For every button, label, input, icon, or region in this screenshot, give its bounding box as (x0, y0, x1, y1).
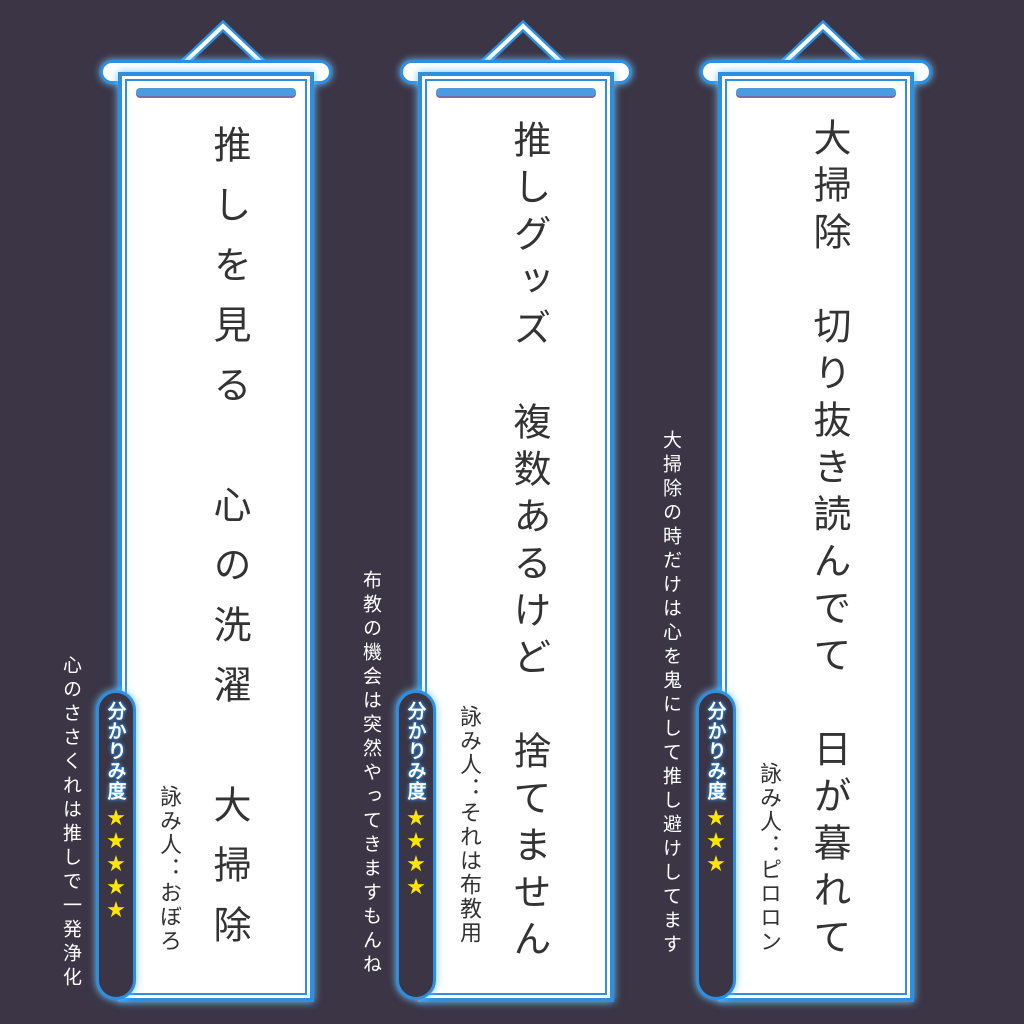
star-icon: ★ (706, 852, 726, 877)
understanding-badge: 分かりみ度 ★★★★★ (96, 690, 136, 1000)
star-icon: ★ (106, 829, 126, 854)
star-icon: ★ (106, 806, 126, 831)
star-icon: ★ (406, 806, 426, 831)
scroll-paper (718, 72, 914, 1002)
badge-label: 分かりみ度 (704, 701, 727, 801)
badge-label: 分かりみ度 (104, 701, 127, 801)
scroll-paper (118, 72, 314, 1002)
scroll-paper (418, 72, 614, 1002)
hanging-scroll: 大掃除 切り抜き読んでて 日が暮れて 詠み人：ピロロン 大掃除の時だけは心を鬼に… (660, 0, 1000, 1024)
star-icon: ★ (706, 829, 726, 854)
hanging-scroll: 推しを見る 心の洗濯 大掃除 詠み人：おぼろ 心のささくれは推しで一発浄化 分か… (60, 0, 400, 1024)
scroll-top-bar (436, 88, 596, 96)
understanding-badge: 分かりみ度 ★★★★ (396, 690, 436, 1000)
poem-text: 大掃除 切り抜き読んでて 日が暮れて (807, 118, 851, 964)
scroll-top-bar (136, 88, 296, 96)
comment-text: 大掃除の時だけは心を鬼にして推し避けしてます (660, 430, 682, 958)
star-icon: ★ (706, 806, 726, 831)
star-icon: ★ (106, 898, 126, 923)
poem-text: 推しを見る 心の洗濯 大掃除 (207, 125, 251, 965)
star-rating: ★★★ (706, 807, 726, 876)
author-text: 詠み人：それは布教用 (456, 705, 481, 945)
scroll-top-bar (736, 88, 896, 96)
comment-text: 布教の機会は突然やってきますもんね (360, 570, 382, 978)
understanding-badge: 分かりみ度 ★★★ (696, 690, 736, 1000)
star-icon: ★ (406, 875, 426, 900)
author-text: 詠み人：おぼろ (156, 785, 181, 953)
hanging-scroll: 推しグッズ 複数あるけど 捨てません 詠み人：それは布教用 布教の機会は突然やっ… (360, 0, 700, 1024)
star-icon: ★ (406, 829, 426, 854)
star-rating: ★★★★★ (106, 807, 126, 922)
star-icon: ★ (106, 875, 126, 900)
star-rating: ★★★★ (406, 807, 426, 899)
comment-text: 心のささくれは推しで一発浄化 (60, 655, 82, 991)
poem-text: 推しグッズ 複数あるけど 捨てません (507, 120, 551, 966)
badge-label: 分かりみ度 (404, 701, 427, 801)
author-text: 詠み人：ピロロン (756, 762, 781, 954)
star-icon: ★ (406, 852, 426, 877)
star-icon: ★ (106, 852, 126, 877)
